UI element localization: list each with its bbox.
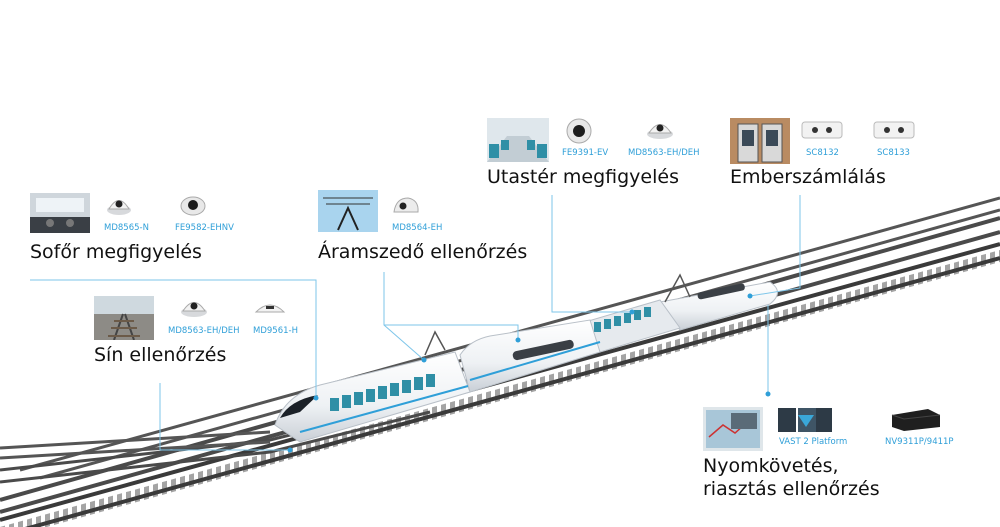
- model-label: MD8564-EH: [392, 223, 443, 233]
- model-label: MD8565-N: [104, 223, 149, 233]
- dome-camera-icon: [106, 194, 132, 216]
- model-label: MD8563-EH/DEH: [168, 326, 240, 336]
- fisheye-camera-icon: [565, 118, 593, 144]
- high-speed-train: [274, 273, 778, 443]
- model-label: NV9311P/9411P: [885, 437, 954, 447]
- section-title-rail: Sín ellenőrzés: [94, 344, 227, 366]
- model-label: SC8133: [877, 148, 910, 158]
- cab-interior-photo: [30, 193, 90, 233]
- vast-software-icon: [776, 405, 834, 435]
- section-title-cabin: Utastér megfigyelés: [487, 166, 679, 188]
- fisheye-camera-icon: [180, 194, 206, 216]
- low-profile-dome-icon: [254, 298, 286, 316]
- model-label: SC8132: [806, 148, 839, 158]
- section-title-driver: Sofőr megfigyelés: [30, 241, 202, 263]
- section-title-counting: Emberszámlálás: [730, 166, 886, 188]
- model-label: FE9391-EV: [562, 148, 609, 158]
- leader-lines: [30, 195, 801, 451]
- dome-camera-icon: [180, 296, 208, 318]
- train-door-photo: [730, 118, 790, 164]
- nvr-box-icon: [888, 407, 942, 433]
- stereo-counter-icon: [800, 118, 844, 142]
- section-title-pantograph: Áramszedő ellenőrzés: [318, 241, 528, 263]
- dome-camera-icon: [646, 118, 674, 140]
- pantograph-photo: [318, 190, 378, 232]
- model-label: FE9582-EHNV: [175, 223, 234, 233]
- map-screen-photo: [703, 407, 763, 451]
- railway-track-photo: [94, 296, 154, 340]
- model-label: MD9561-H: [253, 326, 298, 336]
- passenger-cabin-photo: [487, 118, 549, 162]
- section-title-tracking: Nyomkövetés,: [703, 455, 839, 477]
- leader-dots: [287, 293, 771, 453]
- model-label: VAST 2 Platform: [779, 437, 848, 447]
- section-title-tracking-line2: riasztás ellenőrzés: [703, 478, 880, 500]
- stereo-counter-icon: [872, 118, 916, 142]
- model-label: MD8563-EH/DEH: [628, 148, 700, 158]
- mobile-dome-camera-icon: [392, 194, 420, 216]
